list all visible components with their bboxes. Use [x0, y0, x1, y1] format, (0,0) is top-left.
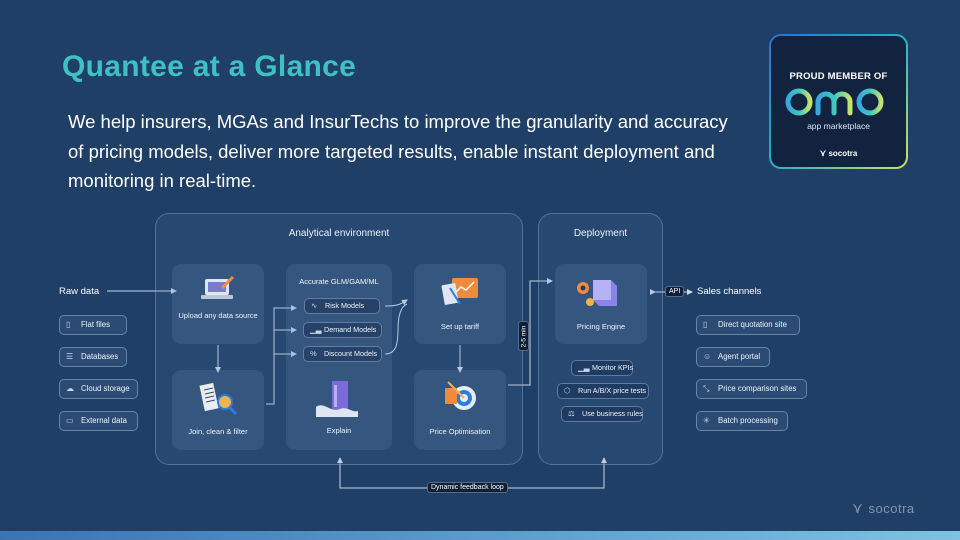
ab-tests-pill: ⬡Run A/B/X price tests	[557, 383, 649, 399]
footer-brand: ⋎socotra	[852, 500, 915, 517]
socotra-mark-icon: ⋎	[852, 500, 864, 517]
analysis-chart-icon	[316, 381, 358, 417]
optimisation-label: Price Optimisation	[429, 427, 491, 436]
bars-icon: ▁▃	[310, 325, 322, 334]
raw-data-label: Raw data	[59, 286, 100, 297]
scale-icon: ⚖	[568, 409, 575, 418]
percent-icon: %	[310, 349, 317, 358]
user-icon: ☺	[703, 352, 712, 361]
upload-label: Upload any data source	[178, 311, 258, 320]
amp-member-badge: PROUD MEMBER OF app marketplace ⋎ socotr…	[769, 34, 908, 169]
arrow-optimisation-to-engine	[508, 278, 553, 386]
cube-icon: ⬡	[564, 386, 571, 395]
feedback-loop-tag: Dynamic feedback loop	[427, 482, 508, 493]
file-icon: ▯	[66, 320, 71, 329]
analytical-environment-panel: Analytical environment	[155, 213, 523, 465]
analytical-title: Analytical environment	[288, 228, 390, 239]
arrow-discount-to-tariff	[384, 303, 408, 355]
database-icon: ☰	[66, 352, 74, 361]
timing-tag: 2-5 min	[518, 321, 529, 351]
join-label: Join, clean & filter	[188, 427, 248, 436]
engine-cube-icon	[577, 280, 617, 306]
raw-flat-files: ▯Flat files	[59, 315, 127, 335]
bars-icon: ▁▃	[578, 363, 590, 372]
business-rules-pill: ⚖Use business rules	[561, 406, 643, 422]
spinner-icon: ✳	[703, 416, 710, 425]
laptop-upload-icon	[201, 275, 235, 299]
document-magnifier-icon	[199, 382, 238, 416]
deployment-title: Deployment	[573, 228, 628, 239]
amp-logo-icon	[785, 88, 884, 124]
join-card: Join, clean & filter	[172, 370, 264, 450]
arrow-risk-to-tariff	[384, 299, 408, 307]
explain-label: Explain	[326, 426, 352, 435]
sales-channels-label: Sales channels	[697, 286, 762, 297]
socotra-mark-icon: ⋎	[819, 148, 827, 158]
sales-price-comparison: ⤡Price comparison sites	[696, 379, 807, 399]
clipboard-icon: ▯	[703, 320, 708, 329]
models-title: Accurate GLM/GAM/ML	[299, 277, 379, 286]
badge-brand: ⋎ socotra	[771, 148, 906, 159]
demand-models-pill: ▁▃Demand Models	[303, 322, 382, 338]
intro-text: We help insurers, MGAs and InsurTechs to…	[68, 111, 728, 191]
badge-brand-text: socotra	[828, 149, 858, 158]
cloud-icon: ☁	[66, 384, 74, 393]
badge-heading: PROUD MEMBER OF	[789, 71, 888, 82]
raw-databases: ☰Databases	[59, 347, 127, 367]
pricing-engine-label: Pricing Engine	[576, 322, 626, 331]
raw-cloud-storage: ☁Cloud storage	[59, 379, 138, 399]
arrow-join-to-risk	[266, 305, 297, 405]
badge-subtitle: app marketplace	[807, 121, 870, 131]
deployment-panel: Deployment	[538, 213, 663, 465]
pricing-engine-card: Pricing Engine	[555, 264, 647, 344]
sales-agent-portal: ☺Agent portal	[696, 347, 770, 367]
tariff-label: Set up tariff	[440, 322, 480, 331]
tariff-card: Set up tariff	[414, 264, 506, 344]
compare-icon: ⤡	[703, 384, 710, 393]
raw-external-data: ▭External data	[59, 411, 138, 431]
api-tag: API	[665, 286, 685, 297]
risk-models-pill: ∿Risk Models	[304, 298, 380, 314]
monitor-kpis-pill: ▁▃Monitor KPIs	[571, 360, 633, 376]
discount-models-pill: %Discount Models	[303, 346, 382, 362]
bottom-accent-strip	[0, 531, 960, 540]
sales-direct-quotation: ▯Direct quotation site	[696, 315, 800, 335]
upload-card: Upload any data source	[172, 264, 264, 344]
tariff-board-icon	[441, 278, 478, 305]
pulse-icon: ∿	[311, 301, 318, 310]
target-icon	[445, 381, 476, 410]
page-title: Quantee at a Glance	[62, 50, 357, 83]
sales-batch-processing: ✳Batch processing	[696, 411, 788, 431]
drive-icon: ▭	[66, 416, 74, 425]
optimisation-card: Price Optimisation	[414, 370, 506, 450]
